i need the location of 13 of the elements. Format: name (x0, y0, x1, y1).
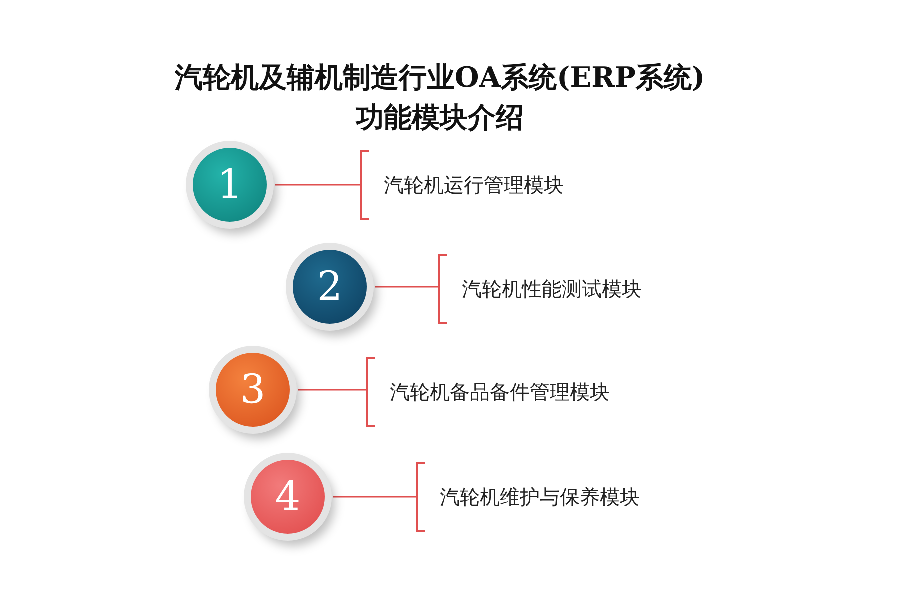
number-circle: 4 (251, 460, 325, 534)
module-label: 汽轮机运行管理模块 (360, 150, 564, 220)
connector-line (375, 286, 438, 288)
number-circle: 1 (193, 148, 267, 222)
module-label: 汽轮机备品备件管理模块 (366, 357, 610, 427)
connector-line (275, 184, 360, 186)
module-label: 汽轮机性能测试模块 (438, 254, 642, 324)
module-label: 汽轮机维护与保养模块 (416, 462, 640, 532)
number-circle: 3 (216, 353, 290, 427)
connector-line (298, 389, 366, 391)
title: 汽轮机及辅机制造行业OA系统(ERP系统)功能模块介绍 (174, 60, 706, 136)
connector-line (333, 496, 416, 498)
number-circle: 2 (293, 250, 367, 324)
